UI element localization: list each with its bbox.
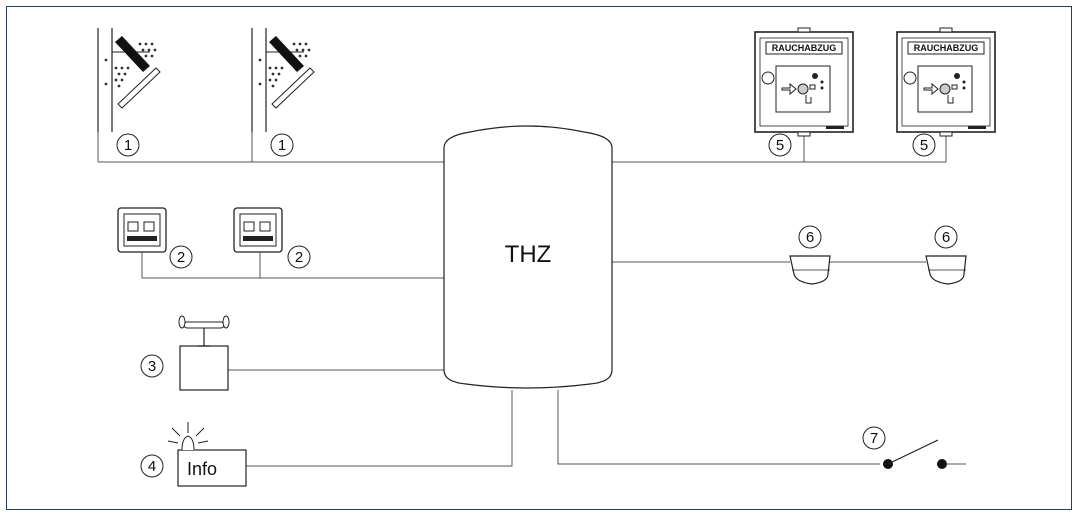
svg-text:2: 2 (177, 249, 185, 266)
callout-6a: 6 (798, 225, 822, 249)
svg-text:5: 5 (920, 137, 928, 154)
callout-5a: 5 (768, 133, 792, 157)
svg-text:6: 6 (806, 229, 814, 246)
callout-1a: 1 (116, 133, 140, 157)
svg-text:6: 6 (942, 229, 950, 246)
wire-switch (557, 390, 880, 465)
svg-text:7: 7 (870, 430, 878, 447)
callout-1b: 1 (270, 133, 294, 157)
callout-6b: 6 (934, 225, 958, 249)
svg-text:1: 1 (278, 137, 286, 154)
info-signal: Info (167, 422, 247, 487)
vent-button-1 (117, 207, 167, 253)
callout-3: 3 (140, 354, 164, 378)
svg-text:2: 2 (295, 249, 303, 266)
smoke-detector-2 (925, 255, 967, 285)
svg-text:3: 3 (148, 358, 156, 375)
weather-station (178, 315, 230, 391)
info-label: Info (187, 459, 217, 479)
diagram-frame (6, 6, 1072, 510)
smoke-button-2: RAUCHABZUG (896, 27, 996, 137)
vent-button-2 (233, 207, 283, 253)
thz-central-unit (443, 125, 613, 389)
svg-text:RAUCHABZUG: RAUCHABZUG (772, 43, 837, 53)
svg-text:1: 1 (124, 137, 132, 154)
smoke-button-1: RAUCHABZUG (754, 27, 854, 137)
wire-info (246, 390, 513, 467)
switch (883, 439, 966, 469)
smoke-detector-1 (789, 255, 831, 285)
callout-7: 7 (862, 426, 886, 450)
callout-2b: 2 (287, 245, 311, 269)
window-actuator-1 (97, 28, 161, 132)
svg-text:4: 4 (148, 458, 156, 475)
svg-text:RAUCHABZUG: RAUCHABZUG (914, 43, 979, 53)
svg-text:5: 5 (776, 137, 784, 154)
thz-label: THZ (505, 241, 552, 268)
window-actuator-2 (251, 28, 315, 132)
callout-5b: 5 (912, 133, 936, 157)
callout-4: 4 (140, 454, 164, 478)
callout-2a: 2 (169, 245, 193, 269)
